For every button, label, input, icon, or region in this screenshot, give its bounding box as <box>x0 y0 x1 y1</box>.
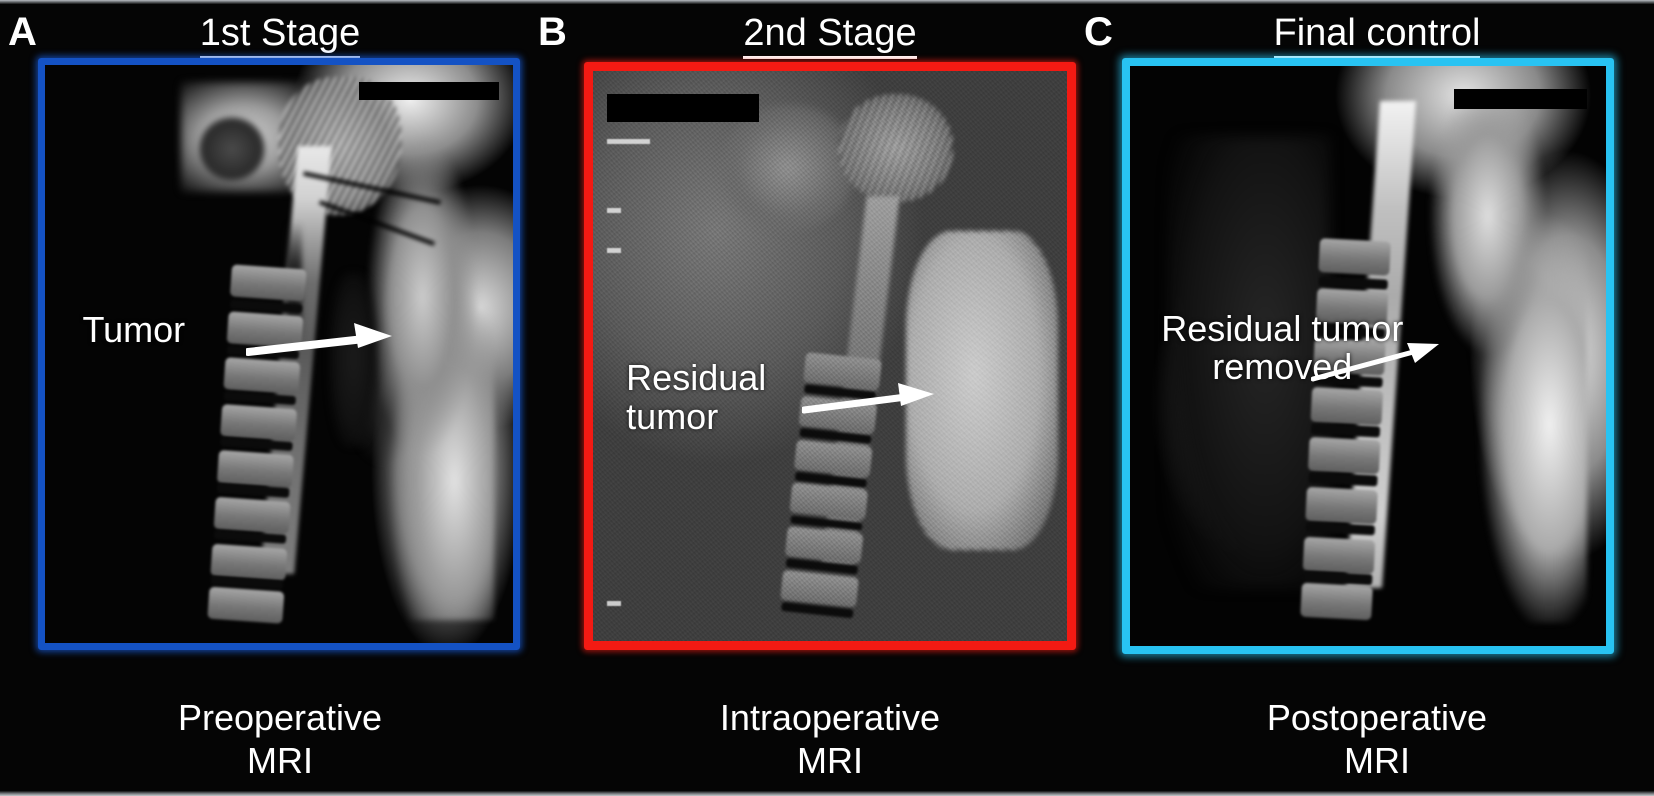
panel-a-image-frame: Tumor <box>38 58 520 650</box>
scan-edge-bottom <box>0 791 1654 796</box>
mri-noise-overlay-b <box>593 71 1067 641</box>
panel-a-title: 1st Stage <box>0 12 560 59</box>
panel-c-letter: C <box>1084 10 1114 54</box>
panel-c-caption: Postoperative MRI <box>1266 697 1488 781</box>
panel-a-annotation-label: Tumor <box>82 308 186 350</box>
panel-c-title: Final control <box>1100 12 1654 59</box>
anterior-dark-region-c <box>1168 135 1330 588</box>
panel-c-annotation-label: Residual tumor removed <box>1161 307 1404 388</box>
panel-b: B 2nd Stage <box>538 0 1100 796</box>
occiput-region-b <box>720 105 854 231</box>
airway-region-a <box>330 273 378 447</box>
posterior-soft-tissue-c <box>1415 100 1587 623</box>
panel-a-letter: A <box>8 10 38 54</box>
panel-b-image-frame: Residual tumor <box>584 62 1076 650</box>
panel-c-image-frame: Residual tumor removed <box>1122 58 1614 654</box>
panel-c-title-text: Final control <box>1273 12 1481 59</box>
panel-b-title-text: 2nd Stage <box>743 12 917 59</box>
scanner-marker-b-2 <box>607 207 622 213</box>
redaction-bar-a <box>358 82 499 100</box>
panel-a-caption: Preoperative MRI <box>177 697 383 781</box>
panel-c: C Final control <box>1084 0 1654 796</box>
panel-b-letter: B <box>538 10 568 54</box>
panel-b-caption: Intraoperative MRI <box>719 697 941 781</box>
cerebellum-region-b <box>839 93 954 203</box>
scan-edge-top <box>0 0 1654 4</box>
panel-b-annotation-label: Residual tumor <box>626 356 767 437</box>
panel-a: A 1st Stage <box>0 0 560 796</box>
redaction-bar-c <box>1453 89 1587 109</box>
scanner-marker-b-4 <box>607 601 622 607</box>
panel-a-mri-image: Tumor <box>45 65 513 643</box>
scanner-marker-b-1 <box>607 139 650 145</box>
scanner-marker-b-3 <box>607 247 622 253</box>
panel-b-mri-image: Residual tumor <box>593 71 1067 641</box>
clivus-region-a <box>199 117 265 181</box>
redaction-bar-b <box>607 93 759 123</box>
panel-b-title: 2nd Stage <box>560 12 1100 59</box>
panel-a-title-text: 1st Stage <box>199 12 361 59</box>
panel-c-mri-image: Residual tumor removed <box>1130 66 1606 646</box>
